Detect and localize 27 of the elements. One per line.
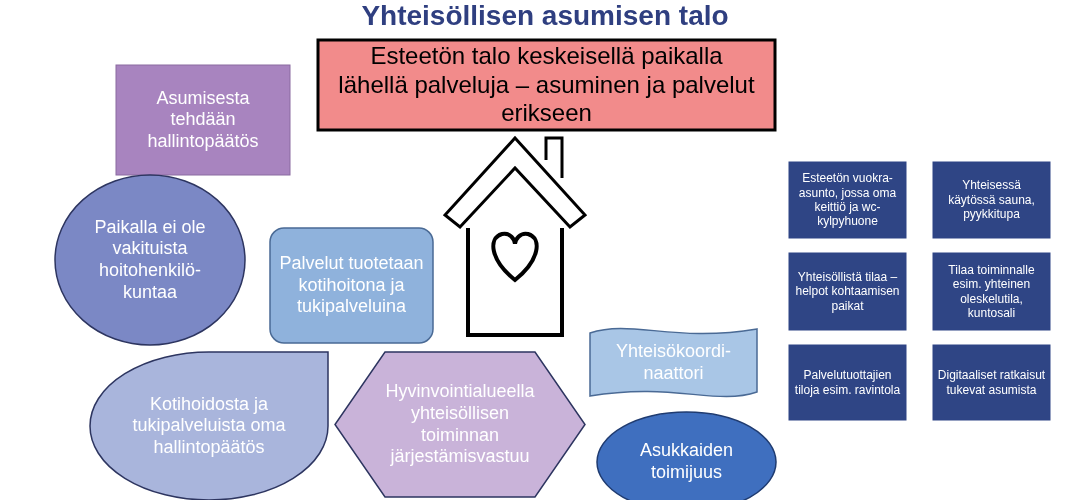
info-box <box>116 65 290 175</box>
feature-box <box>789 253 906 330</box>
node-text: Yhteisökoordi-naattori <box>614 340 733 385</box>
node-text: Tilaa toiminnalle esim. yhteinen oleskelutila, kuntosali <box>947 262 1036 321</box>
feature-box <box>933 253 1050 330</box>
hexagon-shape <box>335 352 585 497</box>
feature-box <box>789 162 906 238</box>
node-text: Palvelutuottajien tiloja esim. ravintola <box>793 368 902 397</box>
node-text: Esteetön vuokra-asunto, jossa oma keittiö ja wc-kylpyhuone <box>797 171 898 229</box>
diagram-title: Yhteisöllisen asumisen talo <box>360 0 730 32</box>
node-text: Yhteisöllistä tilaa – helpot kohtaamisen paikat <box>794 269 901 314</box>
feature-box <box>933 345 1050 420</box>
node-text: Hyvinvointialueella yhteisöllisen toiminnan järjestämisvastuu <box>385 381 535 468</box>
node-text: Digitaaliset ratkaisut tukevat asumista <box>937 368 1046 397</box>
node-text: Palvelut tuotetaan kotihoitona ja tukipalveluina <box>278 253 425 318</box>
info-box <box>270 228 433 343</box>
node-text: Asumisesta tehdään hallintopäätös <box>146 87 260 153</box>
feature-box <box>789 345 906 420</box>
wave-banner <box>590 325 757 400</box>
node-text: Kotihoidosta ja tukipalveluista oma hallintopäätös <box>131 393 287 459</box>
node-text: Esteetön talo keskeisellä paikalla lähellä palveluja – asuminen ja palvelut erikseen <box>337 41 756 129</box>
node-text: Asukkaiden toimijuus <box>638 440 734 484</box>
node-text: Paikalla ei ole vakituista hoitohenkilö-kuntaa <box>93 216 207 304</box>
feature-box <box>933 162 1050 238</box>
node-text: Yhteisessä käytössä sauna, pyykkitupa <box>947 178 1036 222</box>
teardrop-shape <box>90 352 328 500</box>
info-ellipse <box>55 175 245 345</box>
